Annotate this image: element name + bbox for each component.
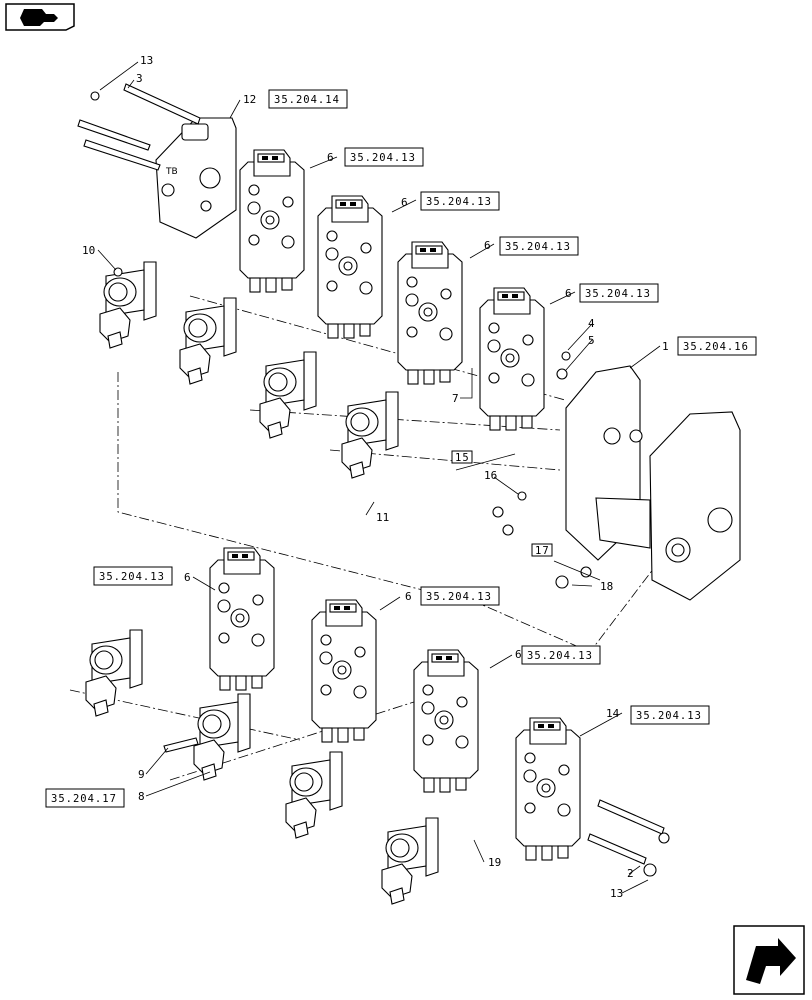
callout-6: 6 — [184, 571, 191, 584]
callout-6: 6 — [327, 151, 334, 164]
callout-12: 12 — [243, 93, 256, 106]
callout-box-15: 15 — [451, 450, 473, 464]
reference-link-35-204-13[interactable]: 35.204.13 — [499, 236, 579, 256]
reference-label: 35.204.13 — [426, 196, 492, 208]
callout-6: 6 — [565, 287, 572, 300]
callout-14: 14 — [606, 707, 620, 720]
callout-10: 10 — [82, 244, 95, 257]
valve-section-part — [397, 241, 463, 385]
tie-rod-part — [77, 83, 201, 171]
callout-16: 16 — [484, 469, 497, 482]
reference-label: 17 — [535, 545, 550, 557]
reference-link-35-204-13[interactable]: 35.204.13 — [93, 566, 173, 586]
callout-box-17: 17 — [531, 543, 553, 557]
callout-6: 6 — [401, 196, 408, 209]
back-arrow-icon[interactable] — [5, 3, 75, 31]
actuator-part — [193, 693, 251, 781]
reference-label: 35.204.13 — [636, 710, 702, 722]
actuator-part — [285, 751, 343, 839]
reference-label: 35.204.13 — [426, 591, 492, 603]
callout-2: 2 — [627, 867, 634, 880]
callout-8: 8 — [138, 790, 145, 803]
reference-label: 35.204.13 — [585, 288, 651, 300]
inlet-section-part: TB — [155, 117, 237, 239]
reference-label: 35.204.16 — [683, 341, 749, 353]
reference-label: 35.204.17 — [51, 793, 117, 805]
callout-13: 13 — [140, 54, 153, 67]
callout-3: 3 — [136, 72, 143, 85]
reference-label: 35.204.14 — [274, 94, 340, 106]
valve-section-part — [515, 717, 581, 861]
reference-label: 35.204.13 — [505, 241, 571, 253]
reference-link-35-204-13[interactable]: 35.204.13 — [420, 586, 500, 606]
actuator-part — [341, 391, 399, 479]
reference-link-35-204-16[interactable]: 35.204.16 — [677, 336, 757, 356]
callout-1: 1 — [662, 340, 669, 353]
valve-section-part — [479, 287, 545, 431]
callout-18: 18 — [600, 580, 613, 593]
valve-section-part — [209, 547, 275, 691]
reference-link-35-204-13[interactable]: 35.204.13 — [344, 147, 424, 167]
reference-label: 35.204.13 — [350, 152, 416, 164]
callout-6: 6 — [515, 648, 522, 661]
actuator-part — [381, 817, 439, 905]
reference-label: 15 — [455, 452, 470, 464]
callout-5: 5 — [588, 334, 595, 347]
actuator-part — [179, 297, 237, 385]
reference-link-35-204-13[interactable]: 35.204.13 — [420, 191, 500, 211]
tie-rod-part — [163, 737, 670, 877]
callout-6: 6 — [405, 590, 412, 603]
next-arrow-icon[interactable] — [733, 925, 805, 995]
reference-link-35-204-13[interactable]: 35.204.13 — [630, 705, 710, 725]
callout-6: 6 — [484, 239, 491, 252]
actuator-part — [99, 261, 157, 349]
valve-section-part — [413, 649, 479, 793]
callout-4: 4 — [588, 317, 595, 330]
actuator-part — [259, 351, 317, 439]
reference-link-35-204-14[interactable]: 35.204.14 — [268, 89, 348, 109]
svg-text:TB: TB — [165, 167, 178, 177]
callout-19: 19 — [488, 856, 501, 869]
callout-11: 11 — [376, 511, 389, 524]
reference-link-35-204-13[interactable]: 35.204.13 — [521, 645, 601, 665]
valve-section-part — [317, 195, 383, 339]
callout-7: 7 — [452, 392, 459, 405]
reference-link-35-204-17[interactable]: 35.204.17 — [45, 788, 125, 808]
actuator-part — [85, 629, 143, 717]
reference-label: 35.204.13 — [99, 571, 165, 583]
callout-13: 13 — [610, 887, 623, 900]
valve-section-part — [239, 149, 305, 293]
end-cover-part — [565, 365, 741, 601]
callout-9: 9 — [138, 768, 145, 781]
reference-link-35-204-13[interactable]: 35.204.13 — [579, 283, 659, 303]
valve-section-part — [311, 599, 377, 743]
reference-label: 35.204.13 — [527, 650, 593, 662]
